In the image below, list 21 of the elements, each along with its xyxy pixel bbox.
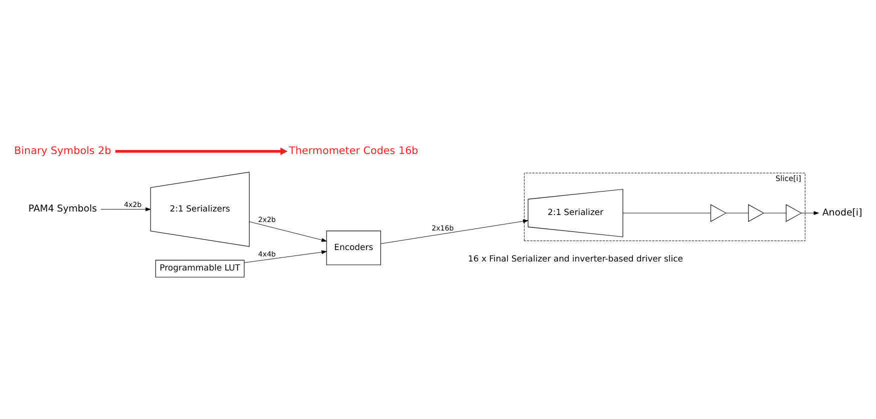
connector bbox=[726, 212, 749, 213]
node-text: PAM4 Symbols bbox=[28, 203, 97, 214]
node-triangle bbox=[748, 204, 764, 222]
node-triangle bbox=[786, 204, 802, 222]
arrow bbox=[380, 218, 528, 244]
node-box: Programmable LUT bbox=[155, 259, 244, 277]
connector bbox=[622, 212, 711, 213]
arrow bbox=[115, 147, 288, 155]
node-label: 16 x Final Serializer and inverter-based driver slice bbox=[468, 252, 683, 263]
node-box: 2:1 Serializers bbox=[150, 171, 250, 246]
arrow bbox=[100, 206, 151, 211]
arrow bbox=[244, 250, 327, 262]
node-box: Encoders bbox=[326, 230, 382, 265]
node-text: Binary Symbols 2b bbox=[14, 144, 112, 156]
node-text: Anode[i] bbox=[822, 206, 862, 218]
node-box: 2:1 Serializer bbox=[528, 188, 624, 237]
connector bbox=[764, 212, 786, 213]
node-triangle bbox=[710, 204, 727, 222]
arrow bbox=[249, 220, 327, 242]
arrow bbox=[801, 210, 819, 214]
node-text: Thermometer Codes 16b bbox=[289, 144, 418, 156]
